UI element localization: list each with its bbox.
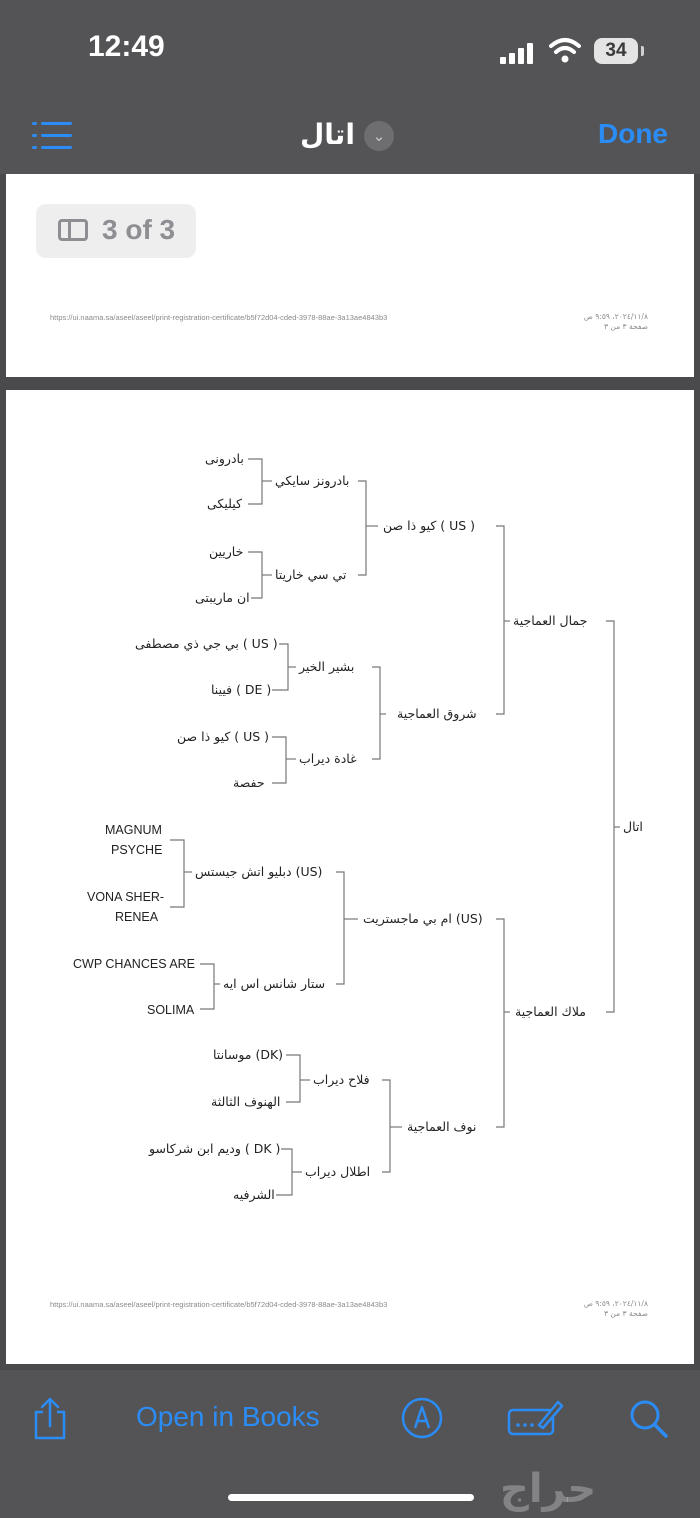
pedigree-sds: بشير الخير — [298, 659, 356, 675]
pedigree-dssd-line1: VONA SHER- — [86, 889, 166, 905]
pedigree-dsss-line1: MAGNUM — [104, 822, 163, 838]
stamp-page: صفحة ٣ من ٣ — [604, 1309, 648, 1318]
pedigree-horse: اتال — [622, 819, 644, 835]
pedigree-ds: ام بي ماجستريت (US) — [362, 911, 484, 927]
pedigree-dsd: ستار شانس اس ايه — [222, 976, 327, 992]
done-button[interactable]: Done — [598, 118, 668, 149]
signature-icon[interactable] — [506, 1398, 564, 1438]
pedigree-ddss: موسانتا (DK) — [212, 1047, 285, 1063]
page-stamp: ٢٠٢٤/١١/٨، ٩:٥٩ ص صفحة ٣ من ٣ — [566, 312, 648, 332]
page-indicator: 3 of 3 — [36, 204, 196, 258]
sidebar-icon — [58, 219, 88, 241]
pedigree-dsdd: SOLIMA — [146, 1002, 196, 1018]
pedigree-ddd: اطلال ديراب — [304, 1164, 372, 1180]
page-url: https://ui.naama.sa/aseel/aseel/print-re… — [50, 313, 388, 322]
watermark: حراج — [500, 1466, 597, 1512]
status-bar: 12:49 34 — [0, 0, 700, 100]
pedigree-dd: نوف العماجية — [406, 1119, 478, 1135]
markup-icon[interactable] — [400, 1396, 444, 1440]
pedigree-sdsd: فيينا ( DE ) — [210, 682, 273, 698]
cellular-signal-icon — [500, 42, 534, 64]
wifi-icon — [549, 38, 581, 63]
pedigree-ssd: تي سي خاريتا — [274, 567, 348, 583]
page-count-label: 3 of 3 — [102, 214, 176, 245]
stamp-date: ٢٠٢٤/١١/٨، ٩:٥٩ ص — [583, 312, 648, 321]
pedigree-sssd: كيليكى — [206, 496, 243, 512]
pedigree-ssss: بادرونى — [204, 451, 245, 467]
bottom-toolbar: Open in Books حراج — [0, 1370, 700, 1518]
list-icon[interactable] — [32, 120, 74, 152]
pedigree-sd: شروق العماجية — [396, 706, 478, 722]
share-icon[interactable] — [30, 1396, 70, 1442]
pdf-page-3: اتال جمال العماجية ملاك العماجية كيو ذا … — [6, 390, 694, 1364]
chevron-down-icon[interactable]: ⌄ — [364, 121, 394, 151]
pedigree-dsss-line2: PSYCHE — [110, 842, 164, 858]
pedigree-ssds: خاريين — [208, 544, 245, 560]
search-icon[interactable] — [628, 1398, 670, 1440]
nav-bar: اتال ⌄ Done — [0, 100, 700, 174]
document-title[interactable]: اتال — [300, 118, 355, 151]
pdf-page-2: 3 of 3 https://ui.naama.sa/aseel/aseel/p… — [6, 174, 694, 377]
clock: 12:49 — [88, 30, 165, 63]
page-stamp: ٢٠٢٤/١١/٨، ٩:٥٩ ص صفحة ٣ من ٣ — [566, 1299, 648, 1319]
pedigree-dds: فلاح ديراب — [312, 1072, 371, 1088]
pedigree-sdss: بي جي ذي مصطفى ( US ) — [134, 636, 279, 652]
stamp-page: صفحة ٣ من ٣ — [604, 322, 648, 331]
battery-indicator: 34 — [594, 38, 644, 64]
pedigree-dss: دبليو اتش جيستس (US) — [194, 864, 324, 880]
page-url: https://ui.naama.sa/aseel/aseel/print-re… — [50, 1300, 388, 1309]
pedigree-sddd: حفصة — [232, 775, 266, 791]
pedigree-sdd: غادة ديراب — [298, 751, 358, 767]
pedigree-ddsd: الهنوف الثالثة — [210, 1094, 282, 1110]
home-indicator — [228, 1494, 474, 1501]
open-in-books-button[interactable]: Open in Books — [136, 1401, 320, 1432]
pedigree-connectors — [170, 458, 620, 1196]
pedigree-ssdd: ان ماريبتى — [194, 590, 251, 606]
pedigree-sire: جمال العماجية — [512, 613, 589, 629]
pedigree-dssd-line2: RENEA — [114, 909, 160, 925]
pedigree-sdds: كيو ذا صن ( US ) — [176, 729, 271, 745]
pedigree-dsds: CWP CHANCES ARE — [72, 956, 197, 972]
pedigree-ss: كيو ذا صن ( US ) — [382, 518, 477, 534]
pedigree-dam: ملاك العماجية — [514, 1004, 587, 1020]
stamp-date: ٢٠٢٤/١١/٨، ٩:٥٩ ص — [583, 1299, 648, 1308]
pedigree-sss: بادرونز سايكي — [274, 473, 351, 489]
pedigree-ddds: وديم ابن شركاسو ( DK ) — [148, 1141, 282, 1157]
pedigree-dddd: الشرفيه — [232, 1187, 276, 1203]
